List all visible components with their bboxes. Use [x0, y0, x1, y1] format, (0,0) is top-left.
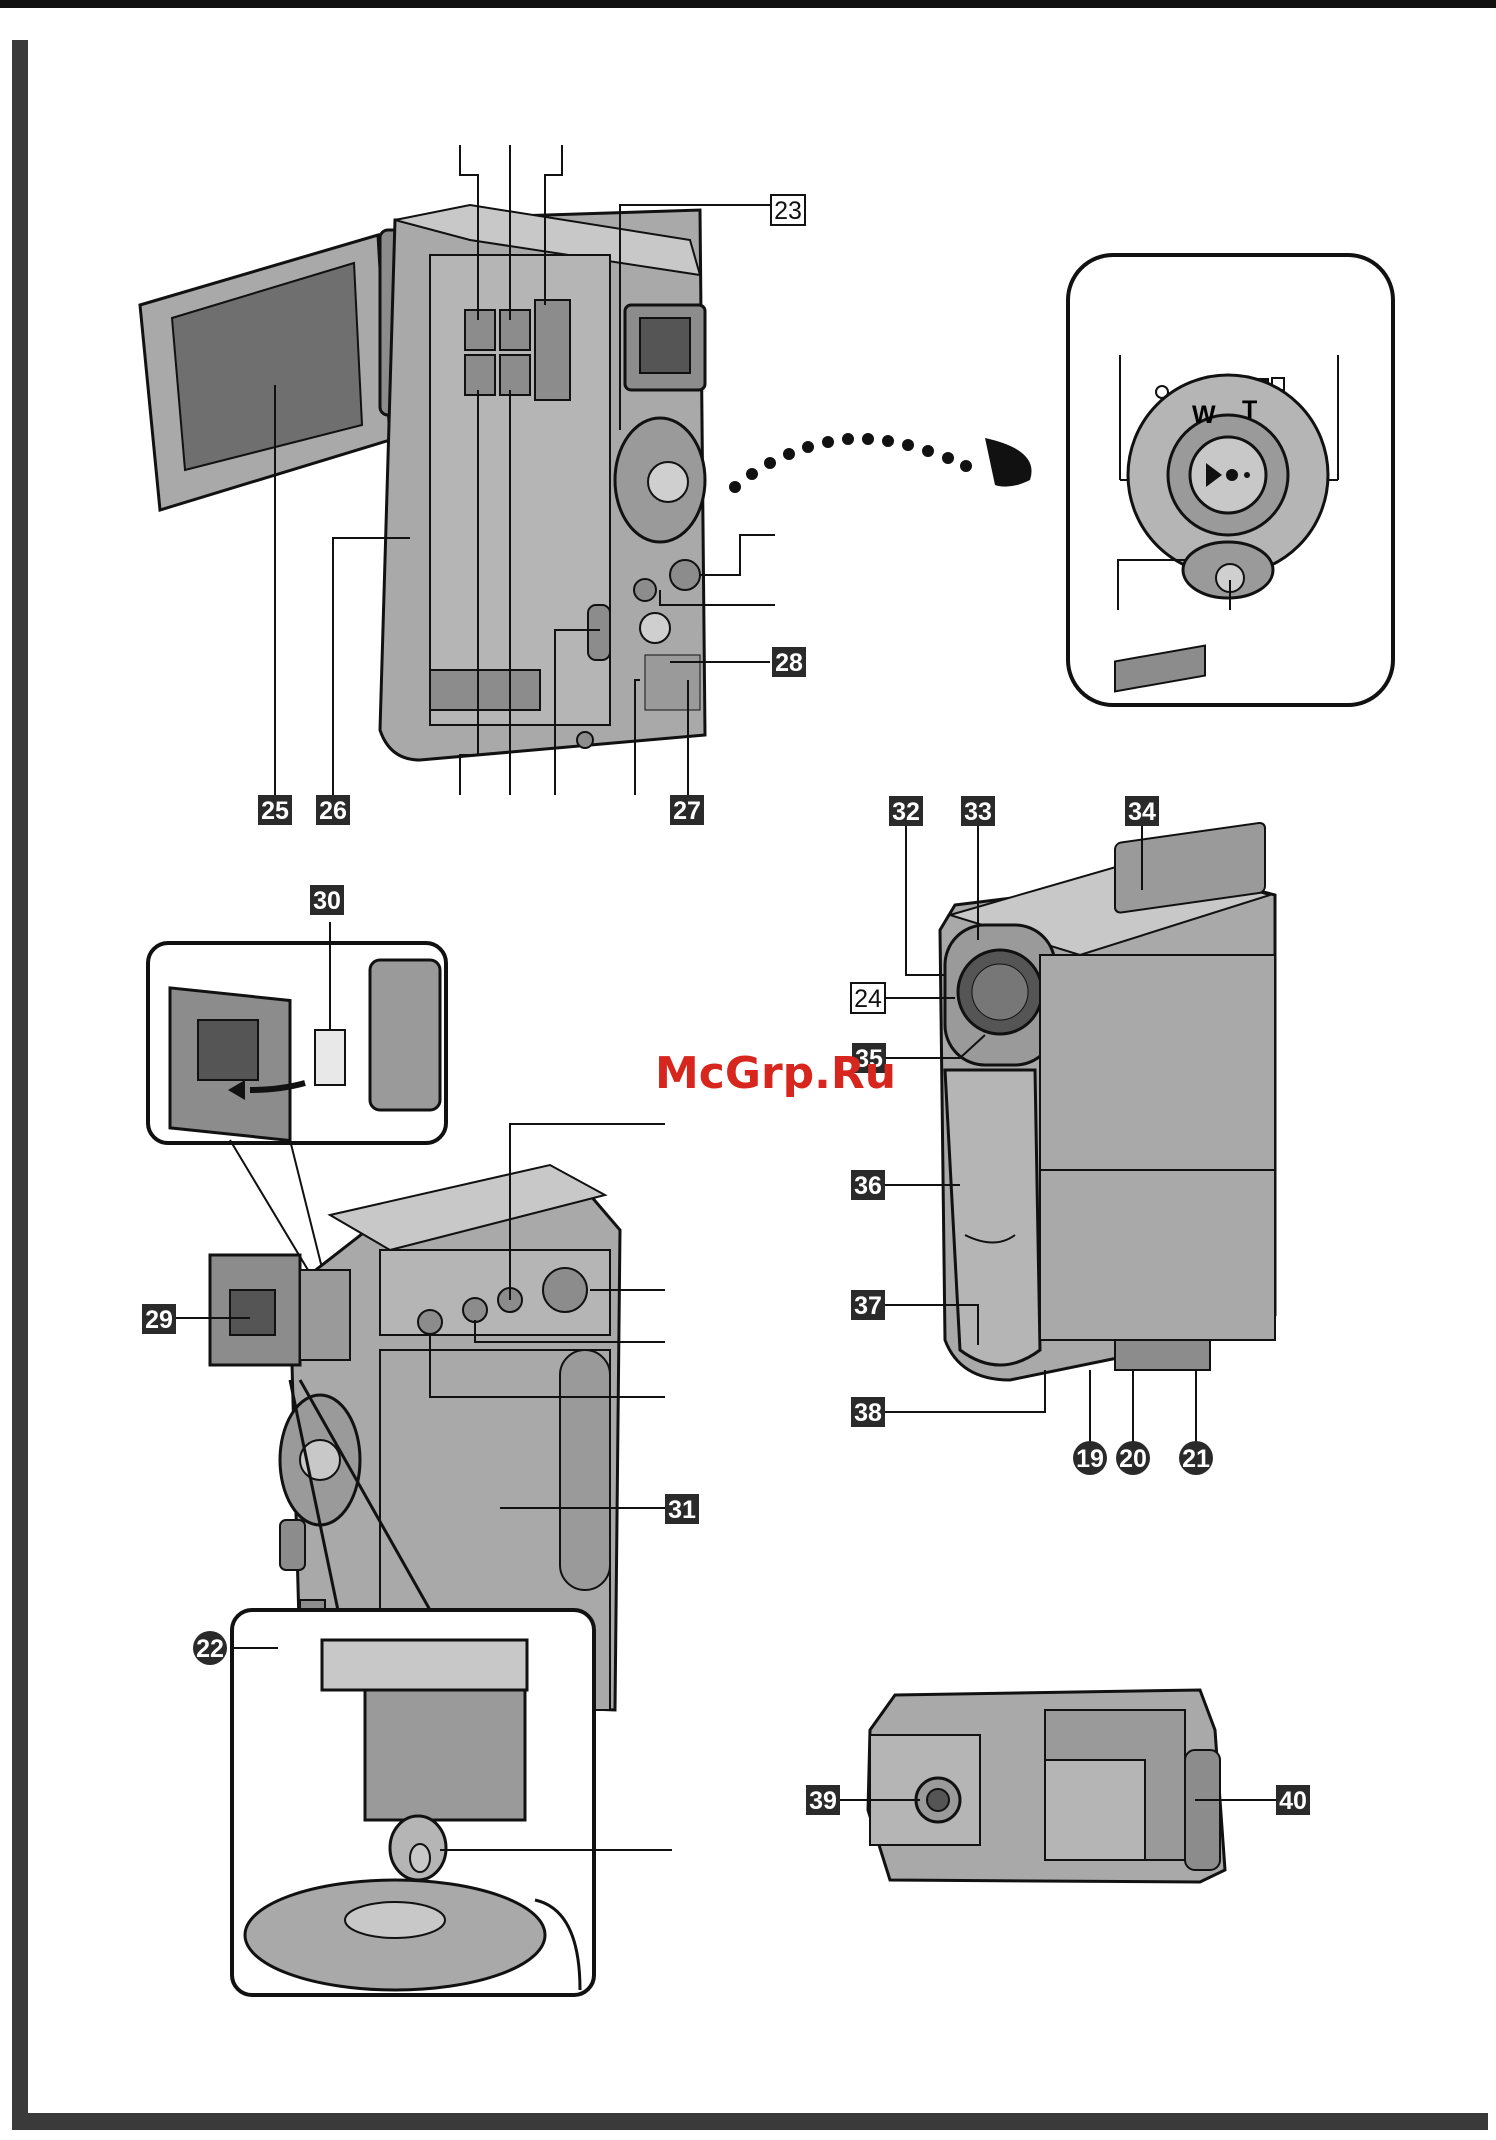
side-button-d	[543, 1268, 587, 1312]
viewfinder-window	[640, 318, 690, 373]
rear-button-3	[535, 300, 570, 400]
side-switch	[588, 605, 610, 660]
svg-text:38: 38	[854, 1399, 882, 1427]
svg-text:28: 28	[775, 649, 803, 677]
camera-bottom-view	[840, 1690, 1276, 1882]
callout-30: 30	[310, 885, 344, 915]
callout-26: 26	[316, 795, 350, 825]
side-button-b	[463, 1298, 487, 1322]
power-dial-center	[648, 462, 688, 502]
side-button-small	[634, 579, 656, 601]
top-rule	[0, 0, 1496, 8]
callout-39: 39	[806, 1785, 840, 1815]
svg-text:24: 24	[854, 985, 882, 1013]
callout-21: 21	[1179, 1441, 1213, 1475]
rear-button-5	[500, 355, 530, 395]
eyepiece-inset-tab	[315, 1030, 345, 1085]
callout-27: 27	[670, 795, 704, 825]
dotted-arrow	[729, 433, 1032, 493]
battery-latch	[1115, 1340, 1210, 1370]
side-panel-front	[1040, 955, 1275, 1170]
svg-text:20: 20	[1119, 1445, 1147, 1473]
callout-23: 23	[771, 195, 805, 225]
svg-text:34: 34	[1128, 798, 1156, 826]
callout-24: 24	[851, 983, 885, 1013]
rear-button-1	[465, 310, 495, 350]
watermark: McGrp.Ru	[655, 1048, 896, 1099]
svg-text:32: 32	[892, 798, 920, 826]
callout-20: 20	[1116, 1441, 1150, 1475]
callout-36: 36	[851, 1170, 885, 1200]
svg-text:36: 36	[854, 1172, 882, 1200]
callout-28: 28	[772, 647, 806, 677]
bottom-rule	[28, 2113, 1488, 2130]
inset-t-mark: T	[1242, 396, 1257, 424]
svg-text:29: 29	[145, 1306, 173, 1334]
grip-strap	[560, 1350, 610, 1590]
callout-38: 38	[851, 1397, 885, 1427]
callout-34: 34	[1125, 796, 1159, 826]
callout-19: 19	[1073, 1441, 1107, 1475]
inset-w-mark: W	[1192, 401, 1216, 429]
callout-37: 37	[851, 1290, 885, 1320]
lens-cover	[945, 1070, 1040, 1365]
dial-inset: W T	[1068, 255, 1393, 705]
svg-text:26: 26	[319, 797, 347, 825]
camera-side-view	[148, 922, 672, 1995]
rear-button-2	[500, 310, 530, 350]
side-jack	[640, 613, 670, 643]
bottom-plate	[430, 670, 540, 710]
callout-25: 25	[258, 795, 292, 825]
svg-text:19: 19	[1076, 1445, 1104, 1473]
callout-29: 29	[142, 1304, 176, 1334]
svg-text:23: 23	[774, 197, 802, 225]
camera-rear-view	[140, 145, 785, 795]
callout-40: 40	[1276, 1785, 1310, 1815]
svg-text:40: 40	[1279, 1787, 1307, 1815]
svg-text:21: 21	[1182, 1445, 1210, 1473]
svg-text:33: 33	[964, 798, 992, 826]
svg-text:27: 27	[673, 797, 701, 825]
svg-text:39: 39	[809, 1787, 837, 1815]
side-button-a	[418, 1310, 442, 1334]
bottom-screw	[577, 732, 593, 748]
svg-text:22: 22	[196, 1635, 224, 1663]
callout-33: 33	[961, 796, 995, 826]
callout-31: 31	[665, 1494, 699, 1524]
callout-32: 32	[889, 796, 923, 826]
svg-text:30: 30	[313, 887, 341, 915]
camera-front-view	[883, 646, 1275, 1455]
rear-button-4	[465, 355, 495, 395]
svg-text:37: 37	[854, 1292, 882, 1320]
side-button-large	[670, 560, 700, 590]
callout-22: 22	[193, 1631, 227, 1665]
left-rule	[12, 40, 28, 2130]
svg-text:25: 25	[261, 797, 289, 825]
speaker-grille	[645, 655, 700, 710]
svg-text:31: 31	[668, 1496, 696, 1524]
